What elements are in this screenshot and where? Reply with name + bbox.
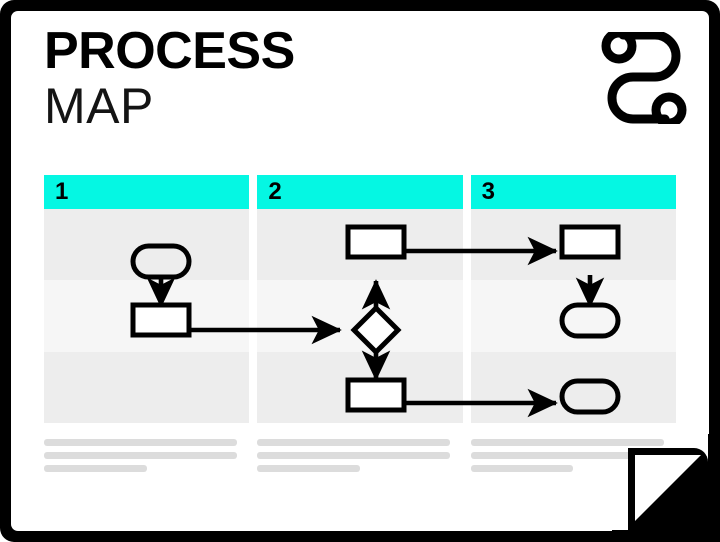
column-header-2: 2 (257, 175, 463, 209)
poster-sheet: PROCESS MAP 1 (11, 11, 709, 531)
title-primary: PROCESS (44, 22, 295, 80)
column-number-3: 3 (481, 178, 496, 205)
placeholder-line (44, 465, 147, 472)
title-secondary: MAP (44, 78, 154, 134)
row-band-1-1 (44, 209, 250, 281)
footer-block-3 (470, 439, 676, 478)
row-band-3-1 (470, 209, 676, 281)
placeholder-line (470, 452, 664, 459)
process-columns-table: 1 2 3 (44, 175, 676, 423)
column-body-2 (257, 209, 463, 423)
placeholder-line (257, 439, 451, 446)
row-band-2-2 (257, 280, 463, 352)
placeholder-line (257, 452, 451, 459)
row-band-1-2 (44, 280, 250, 352)
column-number-2: 2 (268, 178, 282, 205)
row-band-3-2 (470, 280, 676, 352)
row-band-3-3 (470, 351, 676, 423)
footer-block-1 (44, 439, 249, 478)
route-icon (601, 32, 687, 124)
placeholder-line (44, 452, 237, 459)
placeholder-line (470, 465, 574, 472)
column-header-3: 3 (470, 175, 676, 209)
placeholder-line (470, 439, 664, 446)
column-3[interactable]: 3 (470, 175, 676, 423)
placeholder-line (257, 465, 360, 472)
placeholder-line (44, 439, 237, 446)
row-band-2-1 (257, 209, 463, 281)
row-band-1-3 (44, 351, 250, 423)
column-2[interactable]: 2 (257, 175, 463, 423)
folded-corner-icon (612, 434, 720, 542)
footer-block-2 (257, 439, 462, 478)
page-title: PROCESS MAP (44, 25, 295, 131)
row-band-2-3 (257, 351, 463, 423)
footer-placeholder-row (44, 439, 676, 478)
column-header-1: 1 (44, 175, 250, 209)
column-body-3 (470, 209, 676, 423)
column-body-1 (44, 209, 250, 423)
column-1[interactable]: 1 (44, 175, 250, 423)
column-number-1: 1 (55, 178, 69, 205)
